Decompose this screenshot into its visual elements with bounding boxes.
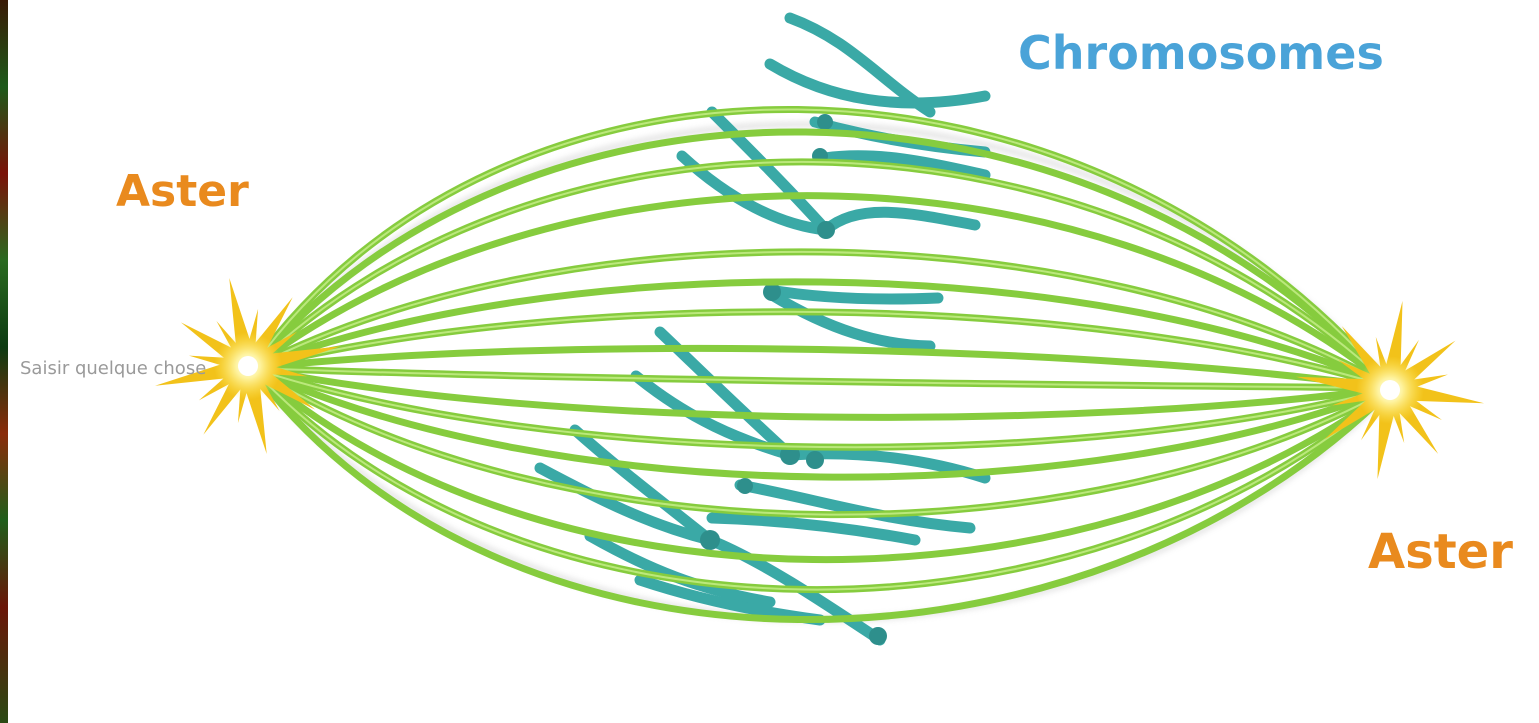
aster-core xyxy=(1380,380,1400,400)
aster-left-label: Aster xyxy=(116,166,249,217)
spindle-fibers xyxy=(252,109,1392,619)
centromere xyxy=(817,221,835,239)
aster-right-label: Aster xyxy=(1368,524,1513,580)
centromere xyxy=(806,451,824,469)
centromere xyxy=(700,530,720,550)
search-input[interactable] xyxy=(20,354,260,382)
centromere xyxy=(737,478,753,494)
centromere xyxy=(817,114,833,130)
centromere xyxy=(763,283,781,301)
chromosome xyxy=(770,290,938,299)
chromosome xyxy=(826,212,975,230)
centromere xyxy=(869,627,887,645)
chromosomes-label: Chromosomes xyxy=(1018,26,1384,80)
